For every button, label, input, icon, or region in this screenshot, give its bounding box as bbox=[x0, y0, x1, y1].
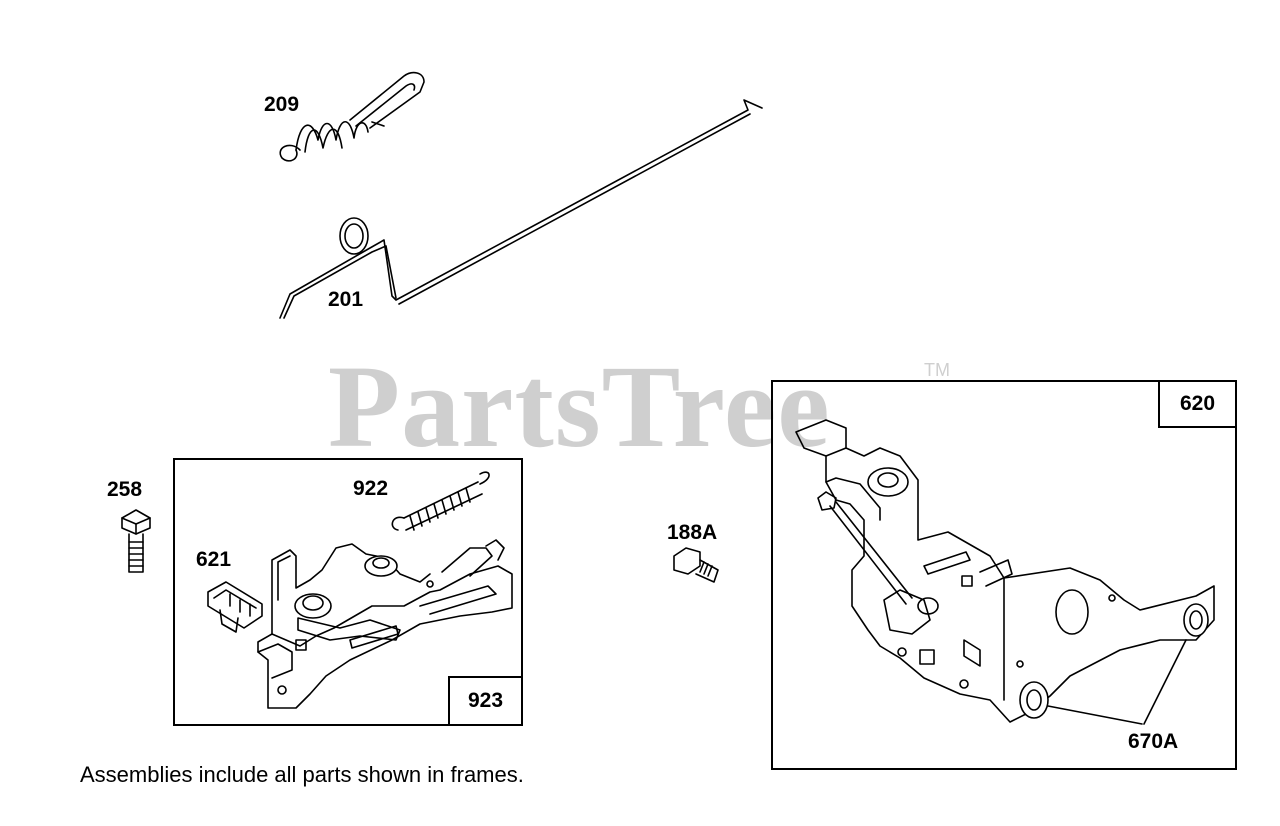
part-label-258[interactable]: 258 bbox=[107, 478, 143, 501]
assembly-frame-620 bbox=[771, 380, 1237, 770]
part-620-bracket-drawing bbox=[795, 419, 1215, 723]
leader-lines-670a bbox=[1047, 639, 1187, 725]
assemblies-footnote: Assemblies include all parts shown in fr… bbox=[80, 762, 524, 787]
part-188a-screw-drawing bbox=[673, 547, 719, 583]
part-923-assembly-drawing bbox=[257, 539, 513, 709]
part-209-spring-drawing bbox=[279, 71, 425, 162]
part-621-clip-drawing bbox=[207, 581, 263, 633]
part-label-201[interactable]: 201 bbox=[328, 288, 364, 311]
part-label-621[interactable]: 621 bbox=[196, 548, 232, 571]
part-922-spring-drawing bbox=[391, 471, 490, 531]
assembly-frame-923 bbox=[173, 458, 523, 726]
watermark-text: PartsTree bbox=[328, 341, 831, 472]
part-label-188a[interactable]: 188A bbox=[667, 521, 718, 544]
assembly-tag-620[interactable]: 620 bbox=[1158, 380, 1237, 428]
watermark-trademark: TM bbox=[924, 360, 950, 380]
part-label-922[interactable]: 922 bbox=[353, 477, 389, 500]
part-label-209[interactable]: 209 bbox=[264, 93, 300, 116]
assembly-tag-923[interactable]: 923 bbox=[448, 676, 523, 726]
part-258-bolt-drawing bbox=[121, 509, 151, 573]
part-label-670a[interactable]: 670A bbox=[1128, 730, 1179, 753]
part-201-rod-drawing bbox=[279, 99, 763, 319]
